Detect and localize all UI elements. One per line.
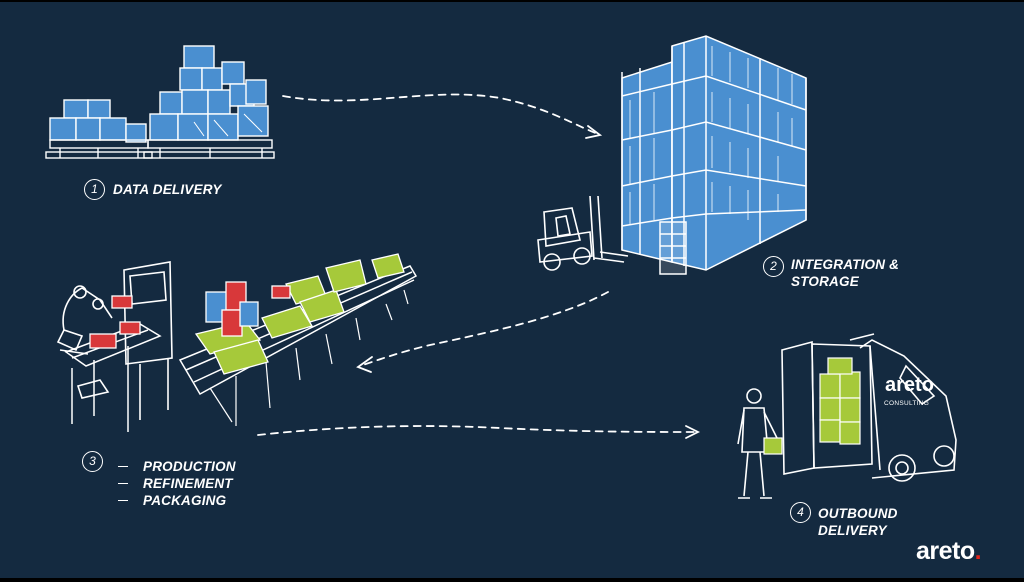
step-3-item-label: REFINEMENT <box>143 476 233 491</box>
logo-text: areto <box>916 537 975 565</box>
step-3-item: PACKAGING <box>118 492 236 509</box>
arrow-3-to-4 <box>257 425 697 436</box>
step-4-label-line-1: OUTBOUND <box>818 506 898 521</box>
delivery-van-icon <box>781 333 957 482</box>
warehouse-rack-icon <box>621 35 807 275</box>
arrow-heads <box>356 125 701 439</box>
logo-dot: . <box>974 537 982 565</box>
list-dash <box>118 465 128 468</box>
arrow-2-to-3 <box>359 291 609 367</box>
forklift-icon <box>537 195 629 271</box>
step-2-label-line-2: STORAGE <box>791 274 859 289</box>
step-3-item-label: PACKAGING <box>143 493 227 508</box>
step-4-label-line-2: DELIVERY <box>818 523 887 538</box>
step-3-item: REFINEMENT <box>118 475 236 492</box>
list-dash <box>118 482 128 485</box>
step-4-number: 4 <box>790 502 811 523</box>
bottom-border <box>0 578 1024 582</box>
step-3-number: 3 <box>82 451 103 472</box>
step-2-number: 2 <box>763 256 784 277</box>
top-border <box>0 0 1024 2</box>
van-sub-text: CONSULTING <box>884 400 930 407</box>
areto-logo: areto. <box>916 537 982 566</box>
list-dash <box>118 499 128 502</box>
conveyor-boxes <box>89 253 405 375</box>
flow-arrows <box>257 93 697 436</box>
step-1-number: 1 <box>84 179 105 200</box>
arrow-1-to-2 <box>282 93 599 135</box>
step-1-label: DATA DELIVERY <box>113 182 222 197</box>
step-2-label-line-1: INTEGRATION & <box>791 257 900 272</box>
step-3-list: PRODUCTION REFINEMENT PACKAGING <box>118 458 236 509</box>
van-cargo-boxes <box>819 357 861 445</box>
van-brand-text: areto <box>885 374 934 396</box>
pallet-boxes-icon <box>45 45 275 159</box>
step-3-item-label: PRODUCTION <box>143 459 236 474</box>
person-icon <box>737 388 783 499</box>
step-3-item: PRODUCTION <box>118 458 236 475</box>
